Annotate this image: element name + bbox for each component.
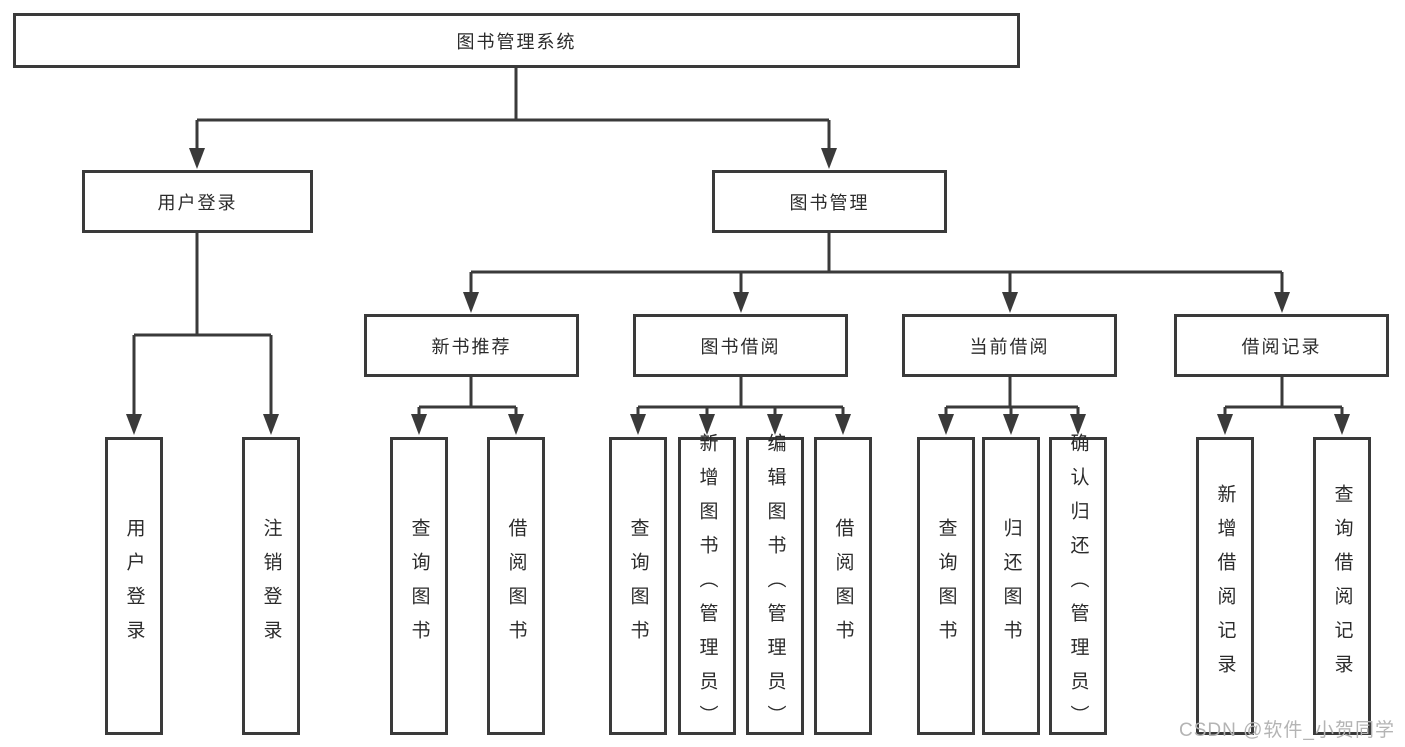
node-borrow-records: 借阅记录: [1174, 314, 1389, 377]
leaf-query-books-current: 查询图书: [917, 437, 975, 735]
node-label: 新增借阅记录: [1214, 484, 1236, 688]
node-root-library-system: 图书管理系统: [13, 13, 1020, 68]
node-label: 图书借阅: [700, 336, 781, 357]
node-label: 图书管理: [789, 192, 870, 213]
leaf-query-borrow-record: 查询借阅记录: [1313, 437, 1371, 735]
node-label: 借阅图书: [832, 518, 854, 654]
node-label: 借阅记录: [1241, 336, 1322, 357]
node-label: 编辑图书（管理员）: [764, 433, 786, 739]
node-user-login: 用户登录: [82, 170, 313, 233]
node-book-management: 图书管理: [712, 170, 947, 233]
leaf-user-login: 用户登录: [105, 437, 163, 735]
node-new-book-recommend: 新书推荐: [364, 314, 579, 377]
leaf-add-book-admin: 新增图书（管理员）: [678, 433, 736, 739]
leaf-return-book: 归还图书: [982, 437, 1040, 735]
leaf-borrow-books: 借阅图书: [814, 437, 872, 735]
node-current-borrow: 当前借阅: [902, 314, 1117, 377]
node-label: 新书推荐: [431, 336, 512, 357]
node-label: 用户登录: [123, 518, 145, 654]
node-label: 查询借阅记录: [1331, 484, 1353, 688]
node-label: 借阅图书: [505, 518, 527, 654]
node-label: 确认归还（管理员）: [1067, 433, 1089, 739]
node-label: 注销登录: [260, 518, 282, 654]
leaf-add-borrow-record: 新增借阅记录: [1196, 437, 1254, 735]
watermark: CSDN @软件_小贺同学: [1179, 720, 1395, 741]
leaf-borrow-books-recommend: 借阅图书: [487, 437, 545, 735]
node-label: 图书管理系统: [456, 31, 577, 52]
leaf-logout: 注销登录: [242, 437, 300, 735]
node-label: 查询图书: [627, 518, 649, 654]
leaf-query-books-borrow: 查询图书: [609, 437, 667, 735]
node-label: 查询图书: [408, 518, 430, 654]
node-label: 新增图书（管理员）: [696, 433, 718, 739]
node-label: 用户登录: [157, 192, 238, 213]
leaf-edit-book-admin: 编辑图书（管理员）: [746, 433, 804, 739]
node-label: 查询图书: [935, 518, 957, 654]
node-book-borrow: 图书借阅: [633, 314, 848, 377]
leaf-confirm-return-admin: 确认归还（管理员）: [1049, 433, 1107, 739]
node-label: 归还图书: [1000, 518, 1022, 654]
leaf-query-books-recommend: 查询图书: [390, 437, 448, 735]
node-label: 当前借阅: [969, 336, 1050, 357]
